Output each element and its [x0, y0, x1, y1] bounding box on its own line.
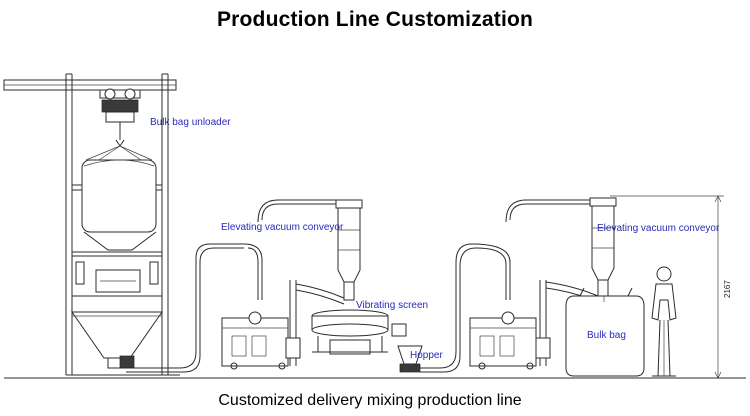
label-elevating-vacuum-conveyor-2: Elevating vacuum conveyor — [597, 223, 720, 234]
label-elevating-vacuum-conveyor-1: Elevating vacuum conveyor — [221, 222, 344, 233]
vibrating-screen — [311, 309, 407, 355]
label-hopper: Hopper — [410, 350, 443, 361]
hopper — [397, 243, 477, 373]
vacuum-conveyor-2 — [469, 197, 617, 370]
label-bulk-bag-unloader: Bulk bag unloader — [150, 117, 231, 128]
dimension-label: 2167 — [723, 280, 732, 298]
bulk-bag-unloader — [3, 73, 244, 376]
page-title: Production Line Customization — [216, 8, 534, 31]
label-bulk-bag: Bulk bag — [587, 330, 626, 341]
person-figure — [651, 266, 677, 377]
label-vibrating-screen: Vibrating screen — [356, 300, 428, 311]
vacuum-conveyor-1 — [221, 199, 363, 370]
diagram-caption: Customized delivery mixing production li… — [218, 392, 522, 409]
bulk-bag — [565, 287, 645, 377]
